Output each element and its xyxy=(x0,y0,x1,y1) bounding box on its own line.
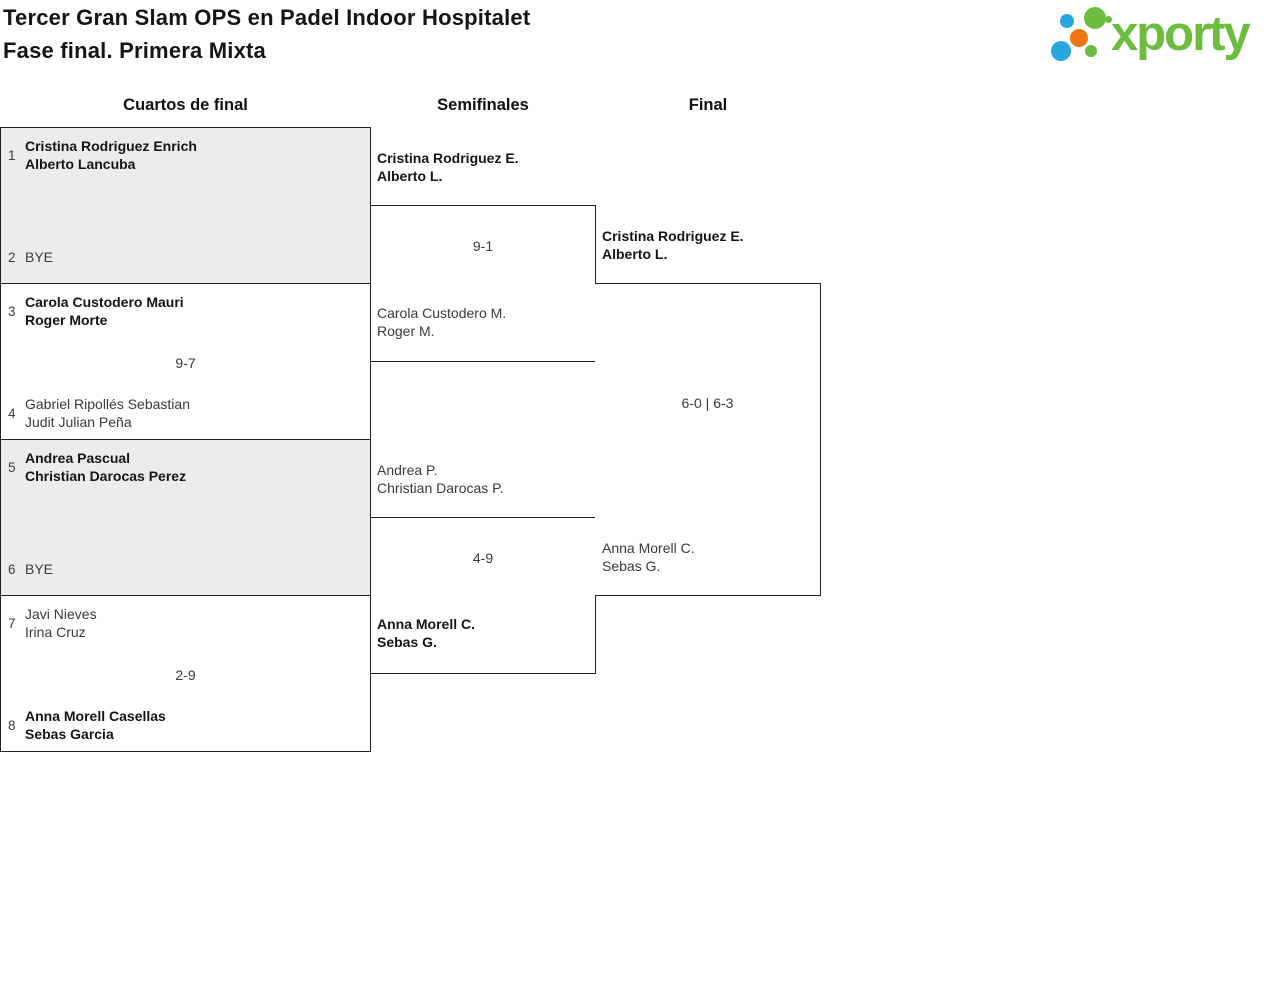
participant-row: 6 BYE xyxy=(8,560,362,578)
seed-number: 2 xyxy=(8,249,16,265)
tournament-title: Tercer Gran Slam OPS en Padel Indoor Hos… xyxy=(3,1,530,67)
participant-names: BYE xyxy=(25,248,53,266)
participant-names: BYE xyxy=(25,560,53,578)
participant-name: BYE xyxy=(25,561,54,577)
participant-row: 7 Javi Nieves Irina Cruz xyxy=(8,605,362,641)
match-score: 9-1 xyxy=(472,238,494,254)
round-header-quarterfinals: Cuartos de final xyxy=(123,96,248,114)
match-score: 6-0 | 6-3 xyxy=(681,395,734,411)
logo-dot-icon xyxy=(1085,45,1097,57)
participant-name: Judit Julian Peña xyxy=(25,414,132,430)
participant-name: Carola Custodero Mauri xyxy=(25,294,184,310)
participant-name: Andrea P. xyxy=(377,462,438,478)
match-score: 4-9 xyxy=(472,550,494,566)
xporty-logo[interactable]: xporty xyxy=(1048,6,1278,76)
match-semifinal-1[interactable]: 9-1 xyxy=(370,205,596,362)
participant-name: Christian Darocas Perez xyxy=(25,468,187,484)
seed-number: 3 xyxy=(8,303,16,319)
participant-name: Sebas Garcia xyxy=(25,726,114,742)
match-quarterfinal-1[interactable]: 1 Cristina Rodriguez Enrich Alberto Lanc… xyxy=(0,127,371,284)
participant-name: Sebas G. xyxy=(377,634,437,650)
participant-name: Alberto L. xyxy=(377,168,443,184)
participant-names: Cristina Rodriguez E. Alberto L. xyxy=(377,149,519,185)
participant-name: Roger Morte xyxy=(25,312,108,328)
participant-names: Carola Custodero Mauri Roger Morte xyxy=(25,293,184,329)
participant-names: Javi Nieves Irina Cruz xyxy=(25,605,97,641)
participant-row: 1 Cristina Rodriguez Enrich Alberto Lanc… xyxy=(8,137,362,173)
participant-name: Cristina Rodriguez Enrich xyxy=(25,138,197,154)
participant-names: Anna Morell Casellas Sebas Garcia xyxy=(25,707,166,743)
participant-row: 4 Gabriel Ripollés Sebastian Judit Julia… xyxy=(8,395,362,431)
participant-names: Anna Morell C. Sebas G. xyxy=(602,539,695,575)
logo-dot-icon xyxy=(1051,41,1071,61)
participant-name: Andrea Pascual xyxy=(25,450,131,466)
participant-name: Anna Morell C. xyxy=(602,540,695,556)
participant-name: Carola Custodero M. xyxy=(377,305,507,321)
participant-names: Andrea Pascual Christian Darocas Perez xyxy=(25,449,186,485)
seed-number: 6 xyxy=(8,561,16,577)
seed-number: 4 xyxy=(8,405,16,421)
participant-names: Andrea P. Christian Darocas P. xyxy=(377,461,504,497)
participant-name: Alberto Lancuba xyxy=(25,156,136,172)
match-quarterfinal-3[interactable]: 5 Andrea Pascual Christian Darocas Perez… xyxy=(0,439,371,596)
tournament-title-line2: Fase final. Primera Mixta xyxy=(3,38,266,63)
logo-dot-icon xyxy=(1060,14,1074,28)
match-semifinal-2[interactable]: 4-9 xyxy=(370,517,596,674)
participant-name: Anna Morell Casellas xyxy=(25,708,166,724)
seed-number: 1 xyxy=(8,147,16,163)
participant-name: Alberto L. xyxy=(602,246,668,262)
participant-names: Gabriel Ripollés Sebastian Judit Julian … xyxy=(25,395,190,431)
participant-row: 3 Carola Custodero Mauri Roger Morte xyxy=(8,293,362,329)
participant-name: BYE xyxy=(25,249,54,265)
logo-dot-icon xyxy=(1070,29,1088,47)
participant-name: Javi Nieves xyxy=(25,606,97,622)
participant-names: Anna Morell C. Sebas G. xyxy=(377,615,475,651)
participant-name: Sebas G. xyxy=(602,558,661,574)
match-score: 9-7 xyxy=(175,355,196,371)
participant-name: Cristina Rodriguez E. xyxy=(602,228,744,244)
participant-row: 2 BYE xyxy=(8,248,362,266)
participant-name: Irina Cruz xyxy=(25,624,86,640)
logo-dot-icon xyxy=(1105,16,1112,23)
logo-dot-icon xyxy=(1084,7,1106,29)
participant-names: Cristina Rodriguez E. Alberto L. xyxy=(602,227,744,263)
seed-number: 5 xyxy=(8,459,16,475)
match-quarterfinal-4[interactable]: 7 Javi Nieves Irina Cruz 2-9 8 Anna More… xyxy=(0,595,371,752)
seed-number: 7 xyxy=(8,615,16,631)
match-quarterfinal-2[interactable]: 3 Carola Custodero Mauri Roger Morte 9-7… xyxy=(0,283,371,440)
match-final[interactable]: 6-0 | 6-3 xyxy=(595,283,821,596)
participant-names: Cristina Rodriguez Enrich Alberto Lancub… xyxy=(25,137,197,173)
participant-name: Gabriel Ripollés Sebastian xyxy=(25,396,190,412)
participant-row: 5 Andrea Pascual Christian Darocas Perez xyxy=(8,449,362,485)
participant-name: Roger M. xyxy=(377,323,435,339)
tournament-title-line1: Tercer Gran Slam OPS en Padel Indoor Hos… xyxy=(3,5,531,30)
participant-name: Cristina Rodriguez E. xyxy=(377,150,519,166)
round-header-final: Final xyxy=(688,96,728,114)
participant-name: Christian Darocas P. xyxy=(377,480,504,496)
participant-row: 8 Anna Morell Casellas Sebas Garcia xyxy=(8,707,362,743)
round-header-semifinals: Semifinales xyxy=(437,96,529,114)
xporty-logo-text: xporty xyxy=(1111,7,1251,61)
match-score: 2-9 xyxy=(175,667,196,683)
participant-names: Carola Custodero M. Roger M. xyxy=(377,304,506,340)
seed-number: 8 xyxy=(8,717,16,733)
participant-name: Anna Morell C. xyxy=(377,616,476,632)
